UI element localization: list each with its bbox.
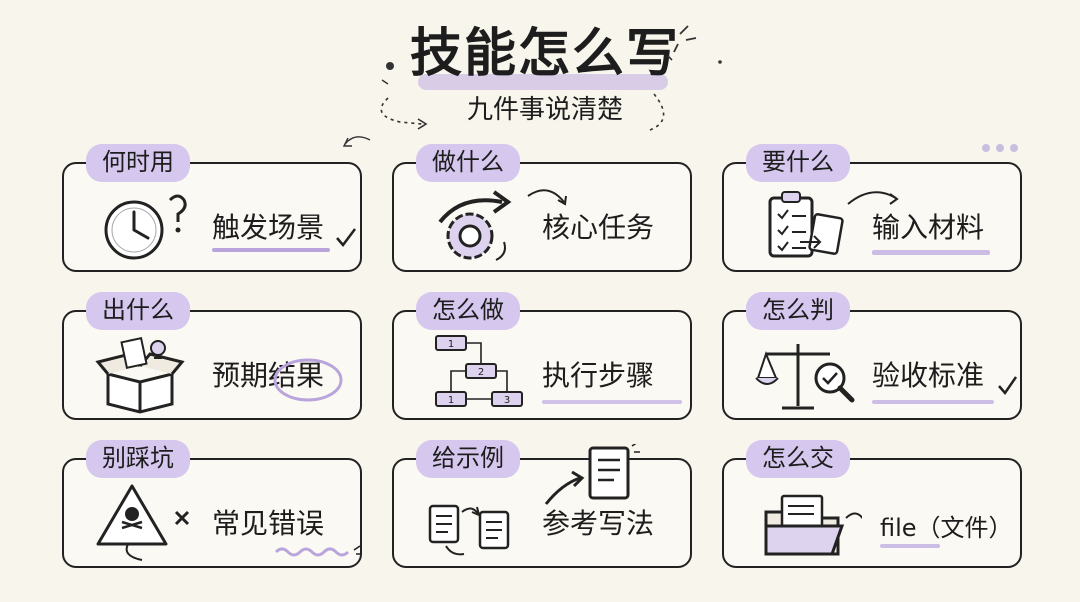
flow-step-number: 1 <box>448 339 454 350</box>
clipboard-documents-icon <box>768 191 844 258</box>
documents-arrow-icon <box>428 504 510 556</box>
card-how-to-judge: 怎么判 验收标准 <box>722 292 1022 420</box>
card-label: 输入材料 <box>872 211 985 244</box>
label-underline <box>542 400 682 404</box>
card-tag: 怎么做 <box>416 292 520 330</box>
dots-decoration <box>982 144 1018 152</box>
page-subtitle: 九件事说清楚 <box>466 95 623 125</box>
label-underline <box>872 250 990 255</box>
card-tag: 怎么交 <box>746 440 850 478</box>
card-tag: 出什么 <box>86 292 190 330</box>
card-how-to-deliver: 怎么交 file（文件） <box>722 440 1022 568</box>
flow-step-number: 1 <box>448 395 454 406</box>
page-title: 技能怎么写 <box>409 24 680 84</box>
card-label: 参考写法 <box>542 507 655 540</box>
label-underline <box>880 544 940 548</box>
checkmark-icon <box>336 228 356 247</box>
card-tag: 何时用 <box>86 144 190 182</box>
card-tag: 给示例 <box>416 440 520 478</box>
balance-scale-magnifier-icon <box>755 344 855 410</box>
card-label: 常见错误 <box>212 507 325 540</box>
card-avoid-pitfalls: 别踩坑 常见错误 <box>62 440 362 568</box>
swap-arrows-icon <box>847 191 899 205</box>
warning-sign-icon <box>96 484 190 561</box>
clock-question-icon <box>104 194 187 260</box>
step-flowchart-icon: 1 2 1 3 <box>435 335 523 407</box>
curved-arrow-icon <box>527 189 567 206</box>
checkmark-icon <box>998 376 1018 396</box>
card-when-to-use: 何时用 触发场景 <box>62 144 362 272</box>
card-tag: 做什么 <box>416 144 520 182</box>
card-how-to-do: 怎么做 1 2 1 3 执行步骤 <box>392 292 692 420</box>
title-block: 技能怎么写 九件事说清楚 <box>400 22 690 142</box>
flow-step-number: 2 <box>478 367 484 378</box>
flow-step-number: 3 <box>504 395 510 406</box>
document-icon <box>544 444 640 505</box>
card-label: 触发场景 <box>212 211 325 244</box>
label-underline <box>872 400 994 404</box>
card-what-to-do: 做什么 核心任务 <box>392 144 692 272</box>
card-label: 验收标准 <box>872 359 985 392</box>
card-give-examples: 给示例 参考写法 <box>392 440 692 568</box>
card-tag: 要什么 <box>746 144 850 182</box>
title-highlight <box>418 74 668 90</box>
card-label: file（文件） <box>880 514 1013 542</box>
open-box-icon <box>95 337 185 414</box>
card-what-is-needed: 要什么 输入材料 <box>722 144 1022 272</box>
card-label: 执行步骤 <box>542 359 655 392</box>
card-label: 核心任务 <box>542 211 655 244</box>
card-tag: 别踩坑 <box>86 440 190 478</box>
label-underline <box>212 248 330 252</box>
card-tag: 怎么判 <box>746 292 850 330</box>
file-folder-icon <box>764 494 862 556</box>
squiggle-underline <box>274 545 362 557</box>
title-doodles <box>342 25 722 147</box>
gear-arrow-icon <box>438 190 512 261</box>
card-label: 预期结果 <box>212 359 325 392</box>
circle-highlight <box>273 358 343 402</box>
card-what-comes-out: 出什么 预期结果 <box>62 292 362 420</box>
